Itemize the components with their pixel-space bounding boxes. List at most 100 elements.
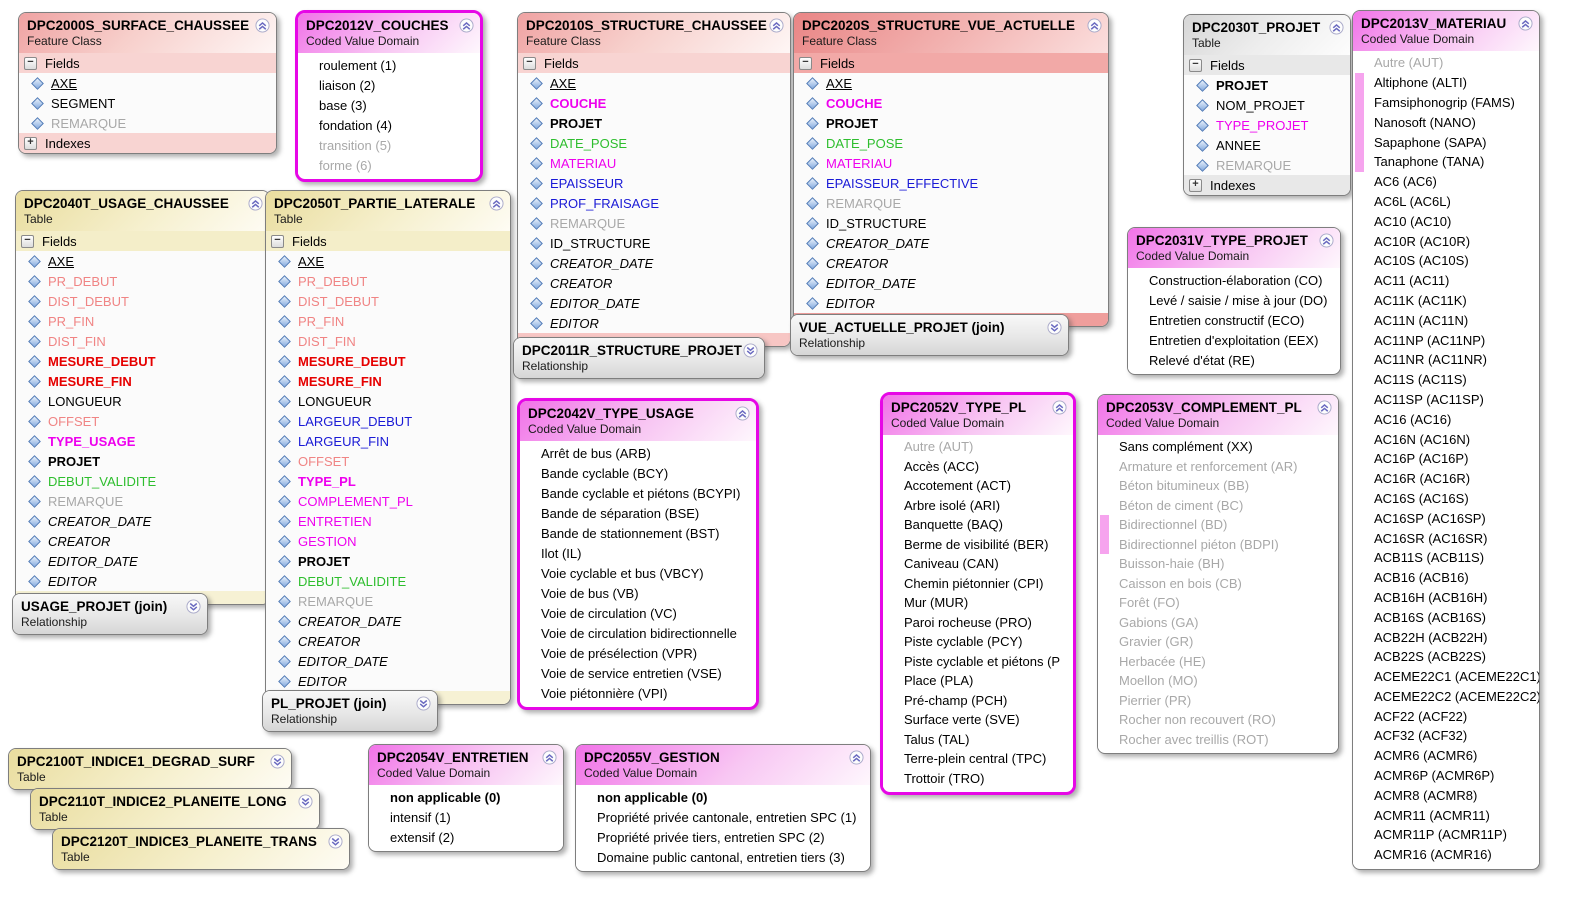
relationship-box[interactable]: PL_PROJET (join)Relationship [262, 690, 438, 732]
field-row[interactable]: OFFSET [266, 451, 510, 471]
domain-value-row[interactable]: Piste cyclable et piétons (P [883, 651, 1073, 671]
domain-value-row[interactable]: Bidirectionnel (BD) [1098, 515, 1338, 535]
field-row[interactable]: AXE [794, 73, 1108, 93]
field-row[interactable]: CREATOR_DATE [266, 611, 510, 631]
domain-value-row[interactable]: ACB16 (ACB16) [1353, 567, 1539, 588]
field-row[interactable]: TYPE_USAGE [16, 431, 269, 451]
collapse-icon[interactable] [1087, 18, 1102, 33]
domain-value-row[interactable]: AC11NP (AC11NP) [1353, 330, 1539, 350]
field-row[interactable]: SEGMENT [19, 93, 276, 113]
domain-value-row[interactable]: Accès (ACC) [883, 456, 1073, 476]
domain-value-row[interactable]: Accotement (ACT) [883, 476, 1073, 496]
domain-value-row[interactable]: Talus (TAL) [883, 729, 1073, 749]
field-row[interactable]: AXE [16, 251, 269, 271]
domain-value-row[interactable]: Nanosoft (NANO) [1353, 112, 1539, 133]
expand-plus-icon[interactable]: + [1189, 178, 1202, 192]
domain-value-row[interactable]: Bande de séparation (BSE) [520, 503, 756, 523]
field-row[interactable]: AXE [266, 251, 510, 271]
field-row[interactable]: MESURE_DEBUT [266, 351, 510, 371]
fields-section-header[interactable]: −Fields [266, 231, 510, 251]
domain-value-row[interactable]: ACEME22C2 (ACEME22C2) [1353, 686, 1539, 707]
domain-value-row[interactable]: ACF22 (ACF22) [1353, 706, 1539, 727]
entity-header[interactable]: USAGE_PROJET (join)Relationship [13, 594, 207, 634]
domain-value-row[interactable]: Forêt (FO) [1098, 593, 1338, 613]
field-row[interactable]: EPAISSEUR_EFFECTIVE [794, 173, 1108, 193]
field-row[interactable]: ANNEE [1184, 135, 1350, 155]
domain-value-row[interactable]: Surface verte (SVE) [883, 710, 1073, 730]
field-row[interactable]: PROJET [266, 551, 510, 571]
domain-value-row[interactable]: Mur (MUR) [883, 593, 1073, 613]
domain-value-row[interactable]: Ilot (IL) [520, 543, 756, 563]
field-row[interactable]: COMPLEMENT_PL [266, 491, 510, 511]
domain-value-row[interactable]: extensif (2) [369, 827, 563, 847]
domain-value-row[interactable]: ACB11S (ACB11S) [1353, 547, 1539, 568]
domain-value-row[interactable]: Voie cyclable et bus (VBCY) [520, 563, 756, 583]
field-row[interactable]: GESTION [266, 531, 510, 551]
domain-value-row[interactable]: forme (6) [298, 155, 480, 175]
field-row[interactable]: REMARQUE [19, 113, 276, 133]
field-row[interactable]: ENTRETIEN [266, 511, 510, 531]
domain-value-row[interactable]: AC11K (AC11K) [1353, 290, 1539, 311]
domain-value-row[interactable]: Bande de stationnement (BST) [520, 523, 756, 543]
field-row[interactable]: PROJET [1184, 75, 1350, 95]
field-row[interactable]: EDITOR [794, 293, 1108, 313]
domain-value-row[interactable]: transition (5) [298, 135, 480, 155]
domain-value-row[interactable]: Moellon (MO) [1098, 671, 1338, 691]
domain-value-row[interactable]: Relevé d'état (RE) [1128, 350, 1340, 370]
domain-value-row[interactable]: Bande cyclable et piétons (BCYPI) [520, 483, 756, 503]
domain-value-row[interactable]: ACMR8 (ACMR8) [1353, 785, 1539, 806]
domain-value-row[interactable]: Pré-champ (PCH) [883, 690, 1073, 710]
field-row[interactable]: ID_STRUCTURE [518, 233, 790, 253]
domain-value-row[interactable]: Herbacée (HE) [1098, 651, 1338, 671]
domain-value-row[interactable]: Voie de circulation (VC) [520, 603, 756, 623]
domain-value-row[interactable]: Famsiphonogrip (FAMS) [1353, 92, 1539, 113]
domain-value-row[interactable]: Berme de visibilité (BER) [883, 534, 1073, 554]
expand-icon[interactable] [328, 834, 343, 849]
domain-value-row[interactable]: AC10 (AC10) [1353, 211, 1539, 232]
domain-value-row[interactable]: Voie piétonnière (VPI) [520, 683, 756, 703]
fields-section-header[interactable]: −Fields [16, 231, 269, 251]
domain-value-row[interactable]: AC11NR (AC11NR) [1353, 349, 1539, 370]
field-row[interactable]: ID_STRUCTURE [794, 213, 1108, 233]
field-row[interactable]: EDITOR_DATE [16, 551, 269, 571]
domain-value-row[interactable]: Béton de ciment (BC) [1098, 495, 1338, 515]
domain-value-row[interactable]: AC11 (AC11) [1353, 270, 1539, 291]
domain-value-row[interactable]: AC10S (AC10S) [1353, 250, 1539, 271]
domain-value-row[interactable]: Construction-élaboration (CO) [1128, 270, 1340, 290]
domain-value-row[interactable]: Tanaphone (TANA) [1353, 151, 1539, 172]
collapse-icon[interactable] [769, 18, 784, 33]
domain-value-row[interactable]: AC11N (AC11N) [1353, 310, 1539, 331]
field-row[interactable]: EDITOR_DATE [266, 651, 510, 671]
field-row[interactable]: REMARQUE [266, 591, 510, 611]
expand-icon[interactable] [416, 696, 431, 711]
fields-section-header[interactable]: −Fields [19, 53, 276, 73]
field-row[interactable]: CREATOR [518, 273, 790, 293]
relationship-box[interactable]: VUE_ACTUELLE_PROJET (join)Relationship [790, 314, 1069, 356]
domain-value-row[interactable]: Voie de présélection (VPR) [520, 643, 756, 663]
field-row[interactable]: COUCHE [794, 93, 1108, 113]
domain-value-row[interactable]: Béton bitumineux (BB) [1098, 476, 1338, 496]
domain-value-row[interactable]: Altiphone (ALTI) [1353, 72, 1539, 93]
fields-section-header[interactable]: −Fields [518, 53, 790, 73]
domain-value-row[interactable]: Propriété privée tiers, entretien SPC (2… [576, 827, 870, 847]
field-row[interactable]: EDITOR_DATE [794, 273, 1108, 293]
domain-value-row[interactable]: Sapaphone (SAPA) [1353, 132, 1539, 152]
field-row[interactable]: PROJET [16, 451, 269, 471]
domain-value-row[interactable]: ACEME22C1 (ACEME22C1) [1353, 666, 1539, 687]
indexes-section-header[interactable]: +Indexes [1184, 175, 1350, 195]
collapse-icon[interactable] [1329, 20, 1344, 35]
field-row[interactable]: EDITOR [266, 671, 510, 691]
domain-value-row[interactable]: liaison (2) [298, 75, 480, 95]
